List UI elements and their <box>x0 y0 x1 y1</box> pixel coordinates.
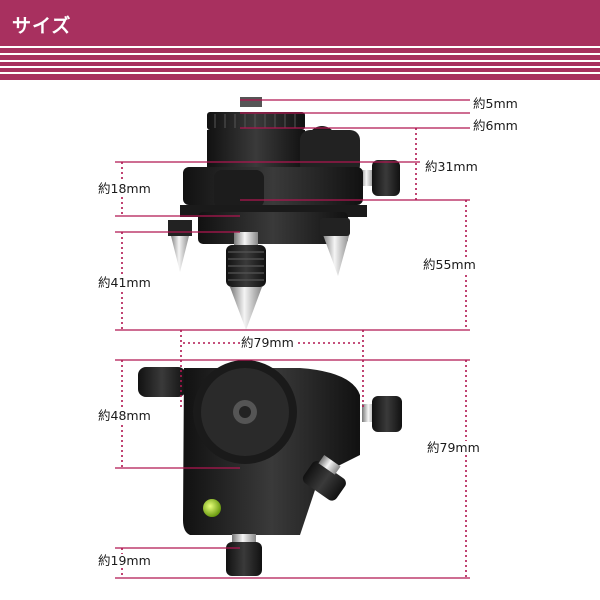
header-banner: サイズ <box>0 0 600 80</box>
header-stripe <box>0 46 600 48</box>
dimension-label-top-ring: 約6mm <box>472 118 519 133</box>
dimension-label-lower-79: 約79mm <box>426 440 481 455</box>
product-drawing <box>115 97 470 579</box>
dimension-label-left-41: 約41mm <box>97 275 152 290</box>
dimension-lines <box>115 99 470 579</box>
dimension-label-lower-19: 約19mm <box>97 553 152 568</box>
header-stripe <box>0 72 600 74</box>
page-title: サイズ <box>12 15 72 37</box>
dimension-label-lower-48: 約48mm <box>97 408 152 423</box>
top-product-side-view <box>168 97 400 330</box>
header-stripe <box>0 66 600 68</box>
bottom-product-top-view <box>138 360 402 576</box>
dimension-label-total-height: 約55mm <box>422 257 477 272</box>
product-dimension-figure: 約5mm 約6mm 約31mm 約18mm 約41mm 約55mm 約79mm … <box>0 80 600 600</box>
dimension-label-left-18: 約18mm <box>97 181 152 196</box>
dimension-label-upper-body: 約31mm <box>424 159 479 174</box>
header-stripe <box>0 53 600 55</box>
header-stripe <box>0 60 600 62</box>
dimension-label-top-screw: 約5mm <box>472 96 519 111</box>
dimension-label-base-width: 約79mm <box>240 335 295 350</box>
